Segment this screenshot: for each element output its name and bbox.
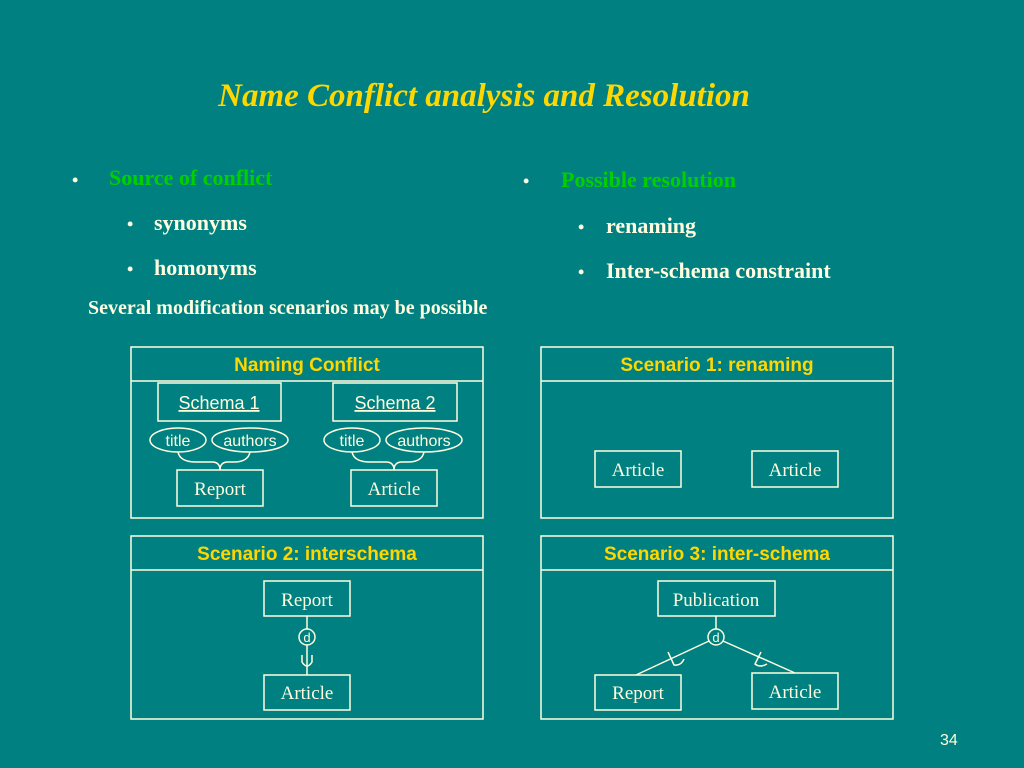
attr-title-1: title [166, 433, 191, 450]
entity-article: Article [769, 682, 822, 703]
bullet-dot: • [127, 214, 134, 234]
panel-naming-conflict: Naming Conflict Schema 1 Schema 2 title … [130, 346, 484, 519]
list-item-interschema: Inter-schema constraint [606, 258, 831, 283]
entity-box [751, 672, 839, 710]
entity-publication: Publication [673, 590, 760, 611]
entity-article-2: Article [769, 460, 822, 481]
panel-title: Scenario 1: renaming [620, 355, 813, 376]
entity-report: Report [612, 683, 664, 704]
source-heading: Source of conflict [109, 165, 273, 190]
entity-article: Article [281, 683, 334, 704]
subset-symbol [667, 651, 685, 666]
attr-title-2: title [340, 433, 365, 450]
entity-box [176, 469, 264, 507]
panel-scenario-3: Scenario 3: inter-schema Publication d R… [540, 535, 894, 720]
schema1-label: Schema 1 [178, 393, 259, 413]
subset-symbol [754, 651, 768, 667]
disjoint-marker: d [303, 630, 310, 645]
brace-connector [177, 451, 221, 471]
panel-frame [540, 535, 894, 720]
panel-scenario-2: Scenario 2: interschema Report d Article [130, 535, 484, 720]
schema2-label: Schema 2 [354, 393, 435, 413]
resolution-heading: Possible resolution [561, 167, 737, 192]
bullet-dot: • [578, 217, 585, 237]
slide-title: Name Conflict analysis and Resolution [218, 78, 750, 114]
entity-report: Report [281, 590, 333, 611]
panel-title: Scenario 2: interschema [197, 544, 417, 565]
schema2-box [332, 382, 458, 422]
entity-article-1: Article [612, 460, 665, 481]
bullet-dot: • [127, 259, 134, 279]
bullet-dot: • [72, 170, 79, 190]
entity-box [751, 450, 839, 488]
page-number: 34 [940, 732, 958, 749]
list-item-synonyms: synonyms [154, 210, 247, 235]
panel-frame [130, 535, 484, 720]
list-item-renaming: renaming [606, 213, 697, 238]
subset-symbol [301, 655, 313, 667]
entity-box [350, 469, 438, 507]
entity-box [263, 674, 351, 711]
panel-title: Naming Conflict [234, 355, 380, 376]
panel-title: Scenario 3: inter-schema [604, 544, 830, 565]
disjoint-circle [707, 628, 725, 646]
schema1-box [157, 382, 282, 422]
panel-frame [130, 346, 484, 519]
brace-connector [393, 451, 425, 471]
attr-authors-2: authors [397, 433, 450, 450]
bullet-dot: • [578, 262, 585, 282]
entity-article: Article [368, 479, 421, 500]
panel-scenario-1: Scenario 1: renaming Article Article [540, 346, 894, 519]
entity-report: Report [194, 479, 246, 500]
scenario-note: Several modification scenarios may be po… [88, 297, 488, 319]
bullet-dot: • [523, 171, 530, 191]
panel-frame [540, 346, 894, 519]
brace-connector [219, 451, 251, 471]
entity-box [594, 674, 682, 711]
disjoint-marker: d [712, 630, 719, 645]
list-item-homonyms: homonyms [154, 255, 257, 280]
brace-connector [351, 451, 395, 471]
entity-box [594, 450, 682, 488]
attr-authors-1: authors [223, 433, 276, 450]
connector-line [635, 640, 710, 676]
